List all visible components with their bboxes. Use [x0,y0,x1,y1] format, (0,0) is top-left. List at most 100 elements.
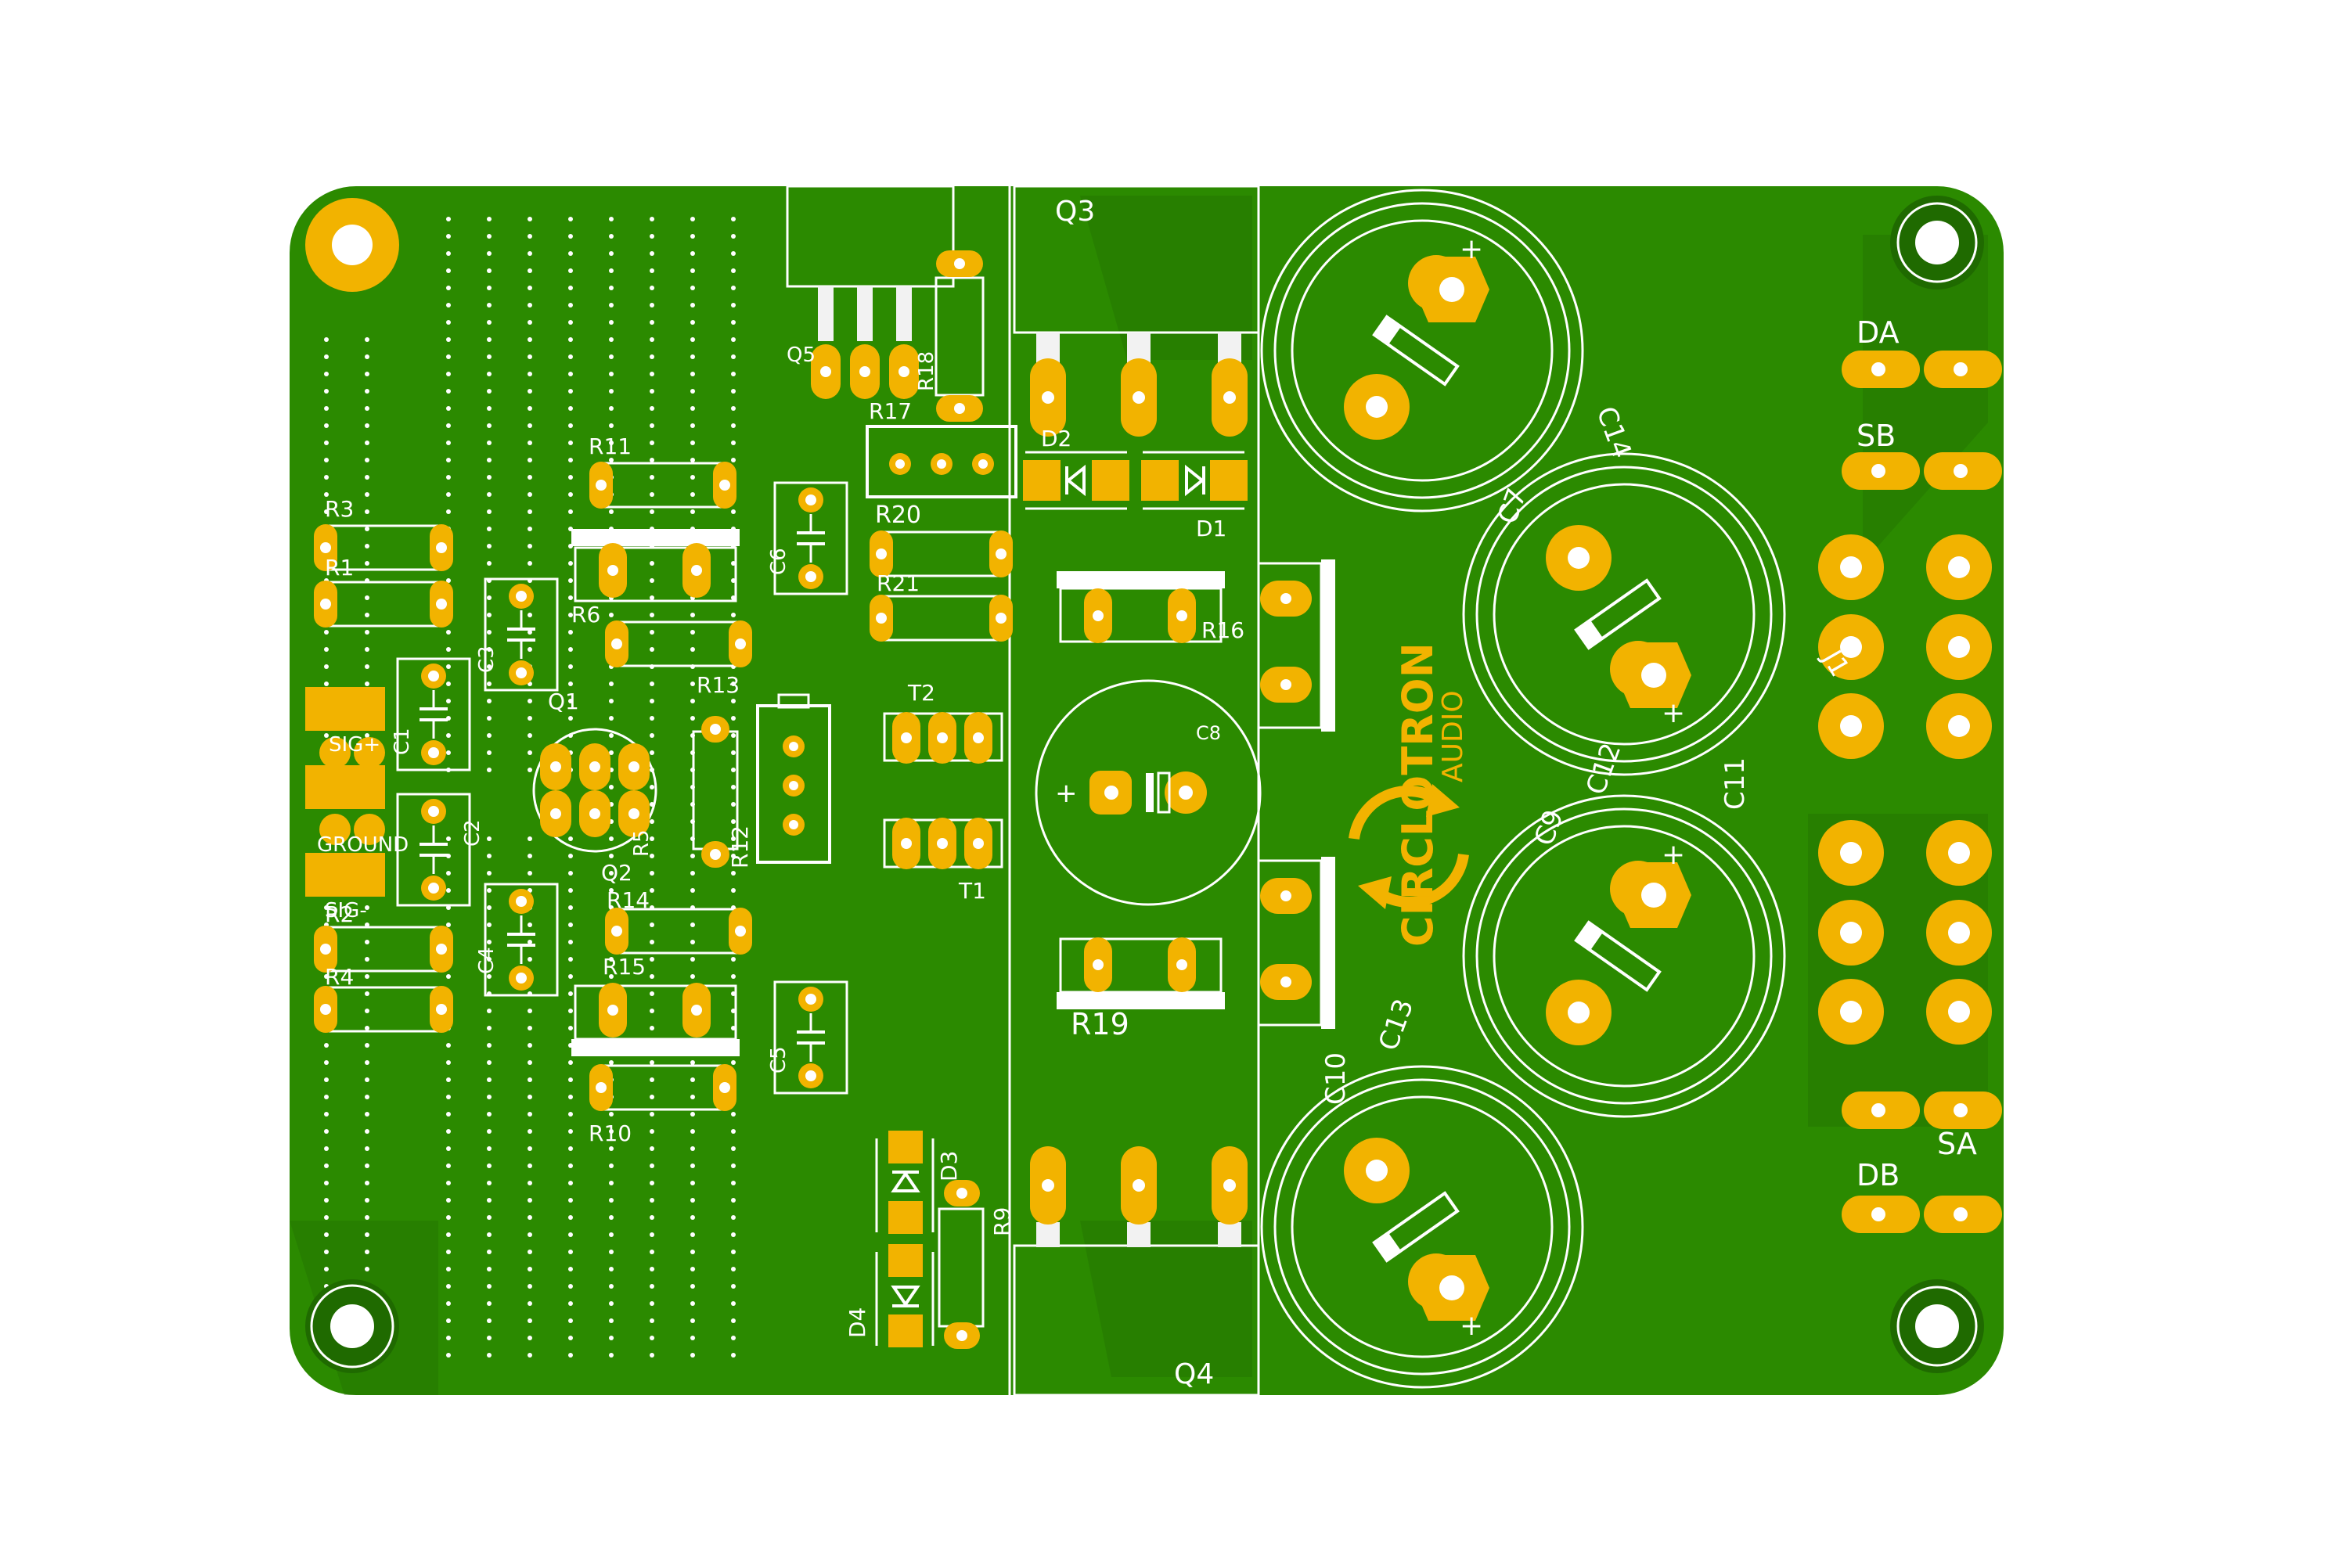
d3-label: D3 [936,1151,962,1181]
c6-footprint [773,481,848,595]
r20-label: R20 [875,502,921,529]
r15-footprint [571,983,740,1056]
mounting-hole-top-left [305,198,399,292]
q1-q2-footprint [532,728,657,853]
c8-plus-mark: + [1055,778,1078,809]
logo-audio-text: AUDIO [1437,690,1469,782]
polarity-plus-mark: + [1460,233,1483,265]
r13-footprint [605,620,752,667]
r19-footprint [1057,937,1225,1009]
input-connector [305,687,385,897]
r21a-footprint [870,530,1013,577]
q5-label: Q5 [787,343,816,367]
r6-footprint [571,529,740,602]
d2-footprint [1023,451,1129,510]
r3-footprint [314,524,453,571]
r20-footprint [866,425,1017,498]
r11-footprint [589,462,736,509]
db-label: DB [1856,1158,1900,1192]
q1-label: Q1 [548,689,579,714]
q5-footprint [786,185,955,399]
c1-label: C1 [391,728,414,755]
t2-label: T2 [907,680,935,706]
logo-circlotron-text: CIRCLOTRON [1393,642,1442,947]
q4-label: Q4 [1174,1358,1214,1390]
mounting-hole-top-right [1890,196,1984,290]
q2-label: Q2 [601,860,632,886]
d4-footprint [875,1244,935,1347]
c2-label: C2 [461,819,484,847]
mounting-holes [305,196,1984,1373]
r17-label: R17 [869,398,912,424]
r4-label: R4 [325,964,354,990]
mounting-hole-bottom-left [305,1279,399,1373]
r10-footprint [589,1064,736,1111]
trimmer-center-footprint [756,693,831,864]
r2-label: R2 [325,901,354,927]
c3-label: C3 [475,646,499,673]
q3-footprint [1013,185,1260,437]
r6-label: R6 [571,602,600,628]
r12-footprint [692,716,739,868]
c1-footprint [396,657,471,771]
q4-footprint [1013,1146,1260,1397]
r18-footprint [935,250,985,422]
film-capacitors [396,481,848,1095]
c8-label: C8 [1196,722,1221,744]
r10-label: R10 [589,1120,632,1146]
c6-label: C6 [767,548,790,575]
j1-header [1818,534,1992,1045]
c5-footprint [773,980,848,1095]
circlotron-logo: CIRCLOTRON AUDIO [1349,642,1469,947]
r16-footprint [1057,571,1225,643]
c5-label: C5 [767,1046,790,1074]
c11-label: C11 [1720,757,1751,810]
r3-label: R3 [325,496,354,522]
r21-footprint [870,595,1013,642]
c7-c12-footprint: + [1462,452,1786,776]
horizontal-resistors [314,462,1013,1111]
c2-footprint [396,793,471,907]
r18-label: R18 [915,351,938,391]
r9-label: R9 [989,1207,1015,1236]
d4-label: D4 [844,1307,870,1338]
r9-footprint [938,1180,985,1349]
r21-label: R21 [877,570,920,596]
board-outline [1008,186,1260,1395]
sig-minus-label: SIG- [325,899,367,922]
electrolytic-capacitors: + + + + [1260,189,1786,1389]
polarity-plus-mark: + [1662,839,1685,871]
r14-footprint [605,908,752,955]
right-connectors [1842,351,2002,1233]
polarity-plus-mark: + [1662,697,1685,729]
r15-label: R15 [603,954,646,980]
polarity-plus-mark: + [1460,1310,1483,1342]
d1-footprint [1141,451,1248,510]
t1-footprint [883,818,1003,869]
c4-footprint [484,883,559,997]
c10-label: C10 [1320,1052,1352,1105]
sb-label: SB [1856,419,1896,453]
c9-c11-footprint: + [1462,794,1786,1118]
r14-label: R14 [607,887,650,913]
ground-label: GROUND [317,833,409,857]
d1-label: D1 [1196,516,1226,541]
sig-plus-label: SIG+ [329,733,380,757]
r12-label: R12 [727,825,753,869]
c3-footprint [484,577,559,692]
r16-label: R16 [1201,617,1244,643]
q3-label: Q3 [1055,196,1095,228]
r11-label: R11 [589,433,632,459]
d2-label: D2 [1041,426,1071,451]
c14-footprint: + [1260,189,1584,512]
r1-label: R1 [325,555,354,581]
r5-label: R5 [630,829,654,857]
c8-footprint [1035,679,1262,906]
da-label: DA [1856,315,1900,350]
t2-footprint [883,712,1003,764]
mounting-hole-bottom-right [1890,1279,1984,1373]
r1-footprint [314,581,453,628]
c4-label: C4 [475,947,499,974]
vertical-power-pads [1257,559,1335,1029]
